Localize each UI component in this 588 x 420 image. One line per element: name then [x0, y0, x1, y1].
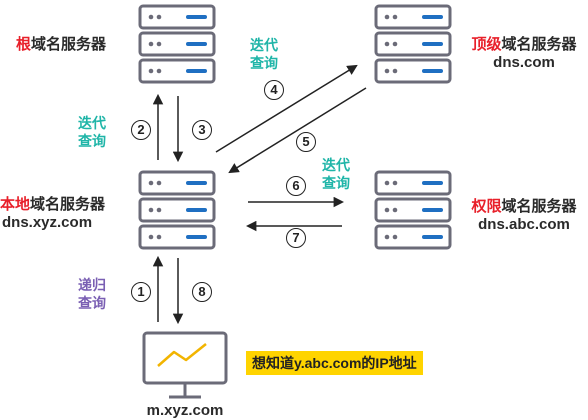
local-highlight: 本地: [0, 196, 31, 213]
client-computer-icon: [142, 331, 228, 399]
auth-rest: 域名服务器: [501, 198, 577, 215]
step-7-badge: 7: [286, 228, 306, 248]
iter-query-top: 迭代查询: [250, 37, 278, 71]
tld-host: dns.com: [493, 54, 555, 71]
arrow-step-4: [215, 64, 358, 153]
client-host-label: m.xyz.com: [146, 402, 224, 419]
iter-query-mid: 迭代查询: [322, 157, 350, 191]
step-2-badge: 2: [131, 120, 151, 140]
root-server-icon: [138, 4, 216, 84]
local-rest: 域名服务器: [30, 196, 106, 213]
auth-server-icon: [374, 170, 452, 250]
arrow-step-5: [228, 87, 367, 174]
iter-query-left: 迭代查询: [78, 115, 106, 149]
root-highlight: 根: [16, 36, 32, 53]
step-4-badge: 4: [264, 80, 284, 100]
step-1-badge: 1: [131, 282, 151, 302]
tld-highlight: 顶级: [471, 36, 502, 53]
step-5-badge: 5: [296, 132, 316, 152]
auth-host: dns.abc.com: [478, 216, 570, 233]
root-rest: 域名服务器: [31, 36, 107, 53]
local-host: dns.xyz.com: [2, 214, 93, 231]
tld-rest: 域名服务器: [501, 36, 577, 53]
step-3-badge: 3: [192, 120, 212, 140]
query-note: 想知道y.abc.com的IP地址: [246, 351, 423, 375]
auth-highlight: 权限: [471, 198, 502, 215]
local-server-icon: [138, 170, 216, 250]
root-server-label: 根域名服务器: [16, 36, 106, 54]
tld-server-icon: [374, 4, 452, 84]
step-8-badge: 8: [192, 282, 212, 302]
recursive-query-label: 递归查询: [78, 277, 106, 311]
step-6-badge: 6: [286, 176, 306, 196]
